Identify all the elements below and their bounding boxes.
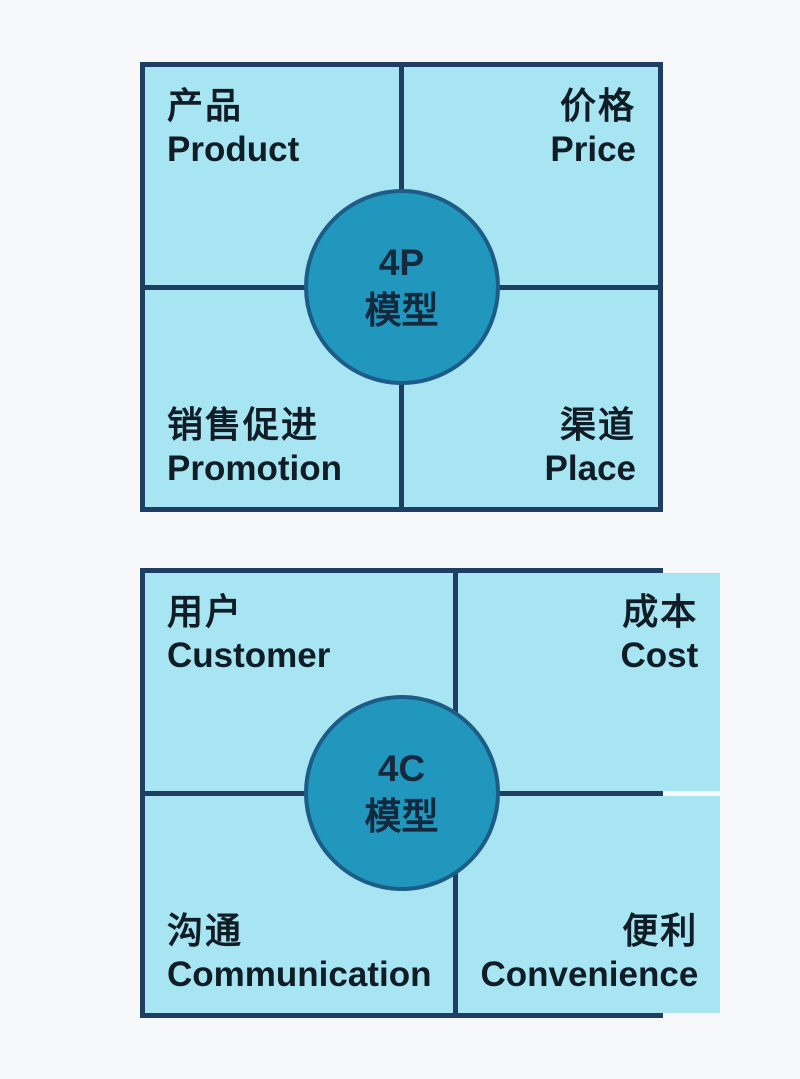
quadrant-label-zh: 便利	[622, 910, 699, 952]
quadrant-label-zh: 价格	[559, 85, 636, 126]
quadrant-label-zh: 渠道	[559, 404, 636, 446]
quadrant-label-en: Place	[544, 449, 636, 489]
quadrant-label-en: Product	[167, 130, 300, 169]
diagram-4c-model: 用户 Customer 成本 Cost 沟通 Communication 便利 …	[140, 568, 721, 1018]
quadrant-label-zh: 用户	[167, 591, 244, 632]
center-circle-4c: 4C 模型	[303, 695, 500, 891]
quadrant-label-en: Price	[550, 130, 636, 169]
quadrant-label-zh: 成本	[622, 591, 699, 632]
quadrant-label-en: Communication	[167, 955, 432, 995]
circle-subtitle: 模型	[364, 290, 439, 331]
quadrant-label-en: Promotion	[167, 449, 342, 489]
quadrant-label-en: Customer	[167, 636, 331, 675]
quadrant-label-en: Convenience	[480, 955, 699, 995]
quadrant-communication: 沟通 Communication	[145, 795, 454, 1013]
quadrant-label-zh: 产品	[167, 85, 244, 126]
quadrant-label-zh: 沟通	[167, 910, 244, 952]
diagram-4p-model: 产品 Product 价格 Price 销售促进 Promotion 渠道 Pl…	[140, 62, 663, 512]
quadrant-label-en: Cost	[620, 636, 699, 675]
center-circle-4p: 4P 模型	[303, 189, 500, 385]
circle-subtitle: 模型	[364, 796, 439, 837]
circle-title: 4P	[378, 241, 425, 283]
quadrant-cost: 成本 Cost	[458, 573, 721, 791]
quadrant-convenience: 便利 Convenience	[458, 795, 721, 1013]
quadrant-label-zh: 销售促进	[167, 404, 320, 446]
quadrant-product: 产品 Product	[145, 67, 399, 285]
circle-title: 4C	[377, 747, 426, 789]
